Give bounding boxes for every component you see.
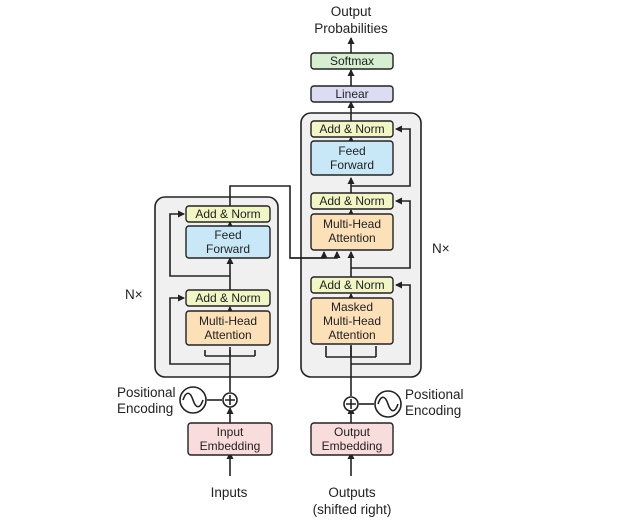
linear-box — [310, 85, 394, 103]
dec-positional-wave — [377, 396, 399, 412]
dec-add-norm-bottom — [310, 276, 394, 294]
dec-qkv-split — [325, 346, 377, 358]
encoder-output-to-decoder-2 — [290, 251, 341, 259]
enc-feed-forward-line1: Feed — [214, 228, 241, 242]
enc-add-norm-top — [185, 205, 271, 223]
dec-masked-attention-line1: Masked — [331, 300, 373, 314]
enc-attention-line1: Multi-Head — [199, 314, 257, 328]
enc-positional-encoding-line2: Encoding — [117, 401, 173, 416]
enc-add-norm-bottom — [185, 289, 271, 307]
enc-sum-plus — [225, 395, 235, 405]
dec-cross-attention-line2: Attention — [328, 231, 375, 245]
enc-multi-head-attention — [185, 310, 271, 346]
dec-residual-2 — [351, 197, 411, 269]
dec-add-norm-top-label: Add & Norm — [319, 122, 384, 136]
enc-residual-1 — [169, 294, 230, 365]
decoder-repeat-label: N× — [432, 241, 450, 256]
dec-residual-3 — [351, 125, 411, 187]
enc-positional-encoding-line1: Positional — [117, 385, 176, 400]
dec-positional-encoding-line2: Encoding — [405, 403, 461, 418]
outputs-label-line2: (shifted right) — [313, 502, 392, 517]
input-embedding-line2: Embedding — [200, 439, 261, 453]
encoder-repeat-label: N× — [125, 287, 143, 302]
dec-residual-1 — [351, 281, 411, 365]
dec-cross-attention — [310, 213, 394, 251]
dec-cross-attention-line1: Multi-Head — [323, 217, 381, 231]
dec-feed-forward-line1: Feed — [338, 144, 365, 158]
enc-feed-forward — [185, 225, 271, 259]
dec-add-norm-bottom-label: Add & Norm — [319, 278, 384, 292]
softmax-box — [310, 52, 394, 70]
output-probabilities-line1: Output — [331, 4, 372, 19]
dec-sum-plus — [346, 399, 356, 409]
dec-positional-encoding-line1: Positional — [405, 387, 464, 402]
enc-add-norm-top-label: Add & Norm — [195, 207, 260, 221]
inputs-label: Inputs — [211, 485, 248, 500]
encoder-block — [154, 196, 279, 378]
enc-feed-forward-line2: Forward — [206, 242, 250, 256]
enc-residual-2 — [169, 210, 230, 277]
dec-add-norm-middle-label: Add & Norm — [319, 194, 384, 208]
output-embedding-line1: Output — [334, 425, 371, 439]
dec-feed-forward — [310, 140, 394, 176]
output-embedding-line2: Embedding — [322, 439, 383, 453]
output-probabilities-line2: Probabilities — [314, 21, 388, 36]
dec-add-norm-middle — [310, 192, 394, 210]
enc-attention-line2: Attention — [204, 328, 251, 342]
enc-add-norm-bottom-label: Add & Norm — [195, 291, 260, 305]
dec-masked-attention-line3: Attention — [328, 328, 375, 342]
input-embedding-line1: Input — [217, 425, 244, 439]
dec-feed-forward-line2: Forward — [330, 158, 374, 172]
output-embedding — [310, 422, 394, 456]
dec-masked-attention-line2: Multi-Head — [323, 314, 381, 328]
enc-positional-wave — [182, 392, 204, 408]
outputs-label-line1: Outputs — [328, 485, 376, 500]
encoder-output-to-decoder — [229, 185, 328, 259]
linear-label: Linear — [335, 87, 368, 101]
dec-masked-attention — [310, 297, 394, 345]
dec-add-norm-top — [310, 120, 394, 138]
input-embedding — [187, 422, 273, 456]
enc-qkv-split — [204, 350, 256, 357]
softmax-label: Softmax — [330, 54, 374, 68]
